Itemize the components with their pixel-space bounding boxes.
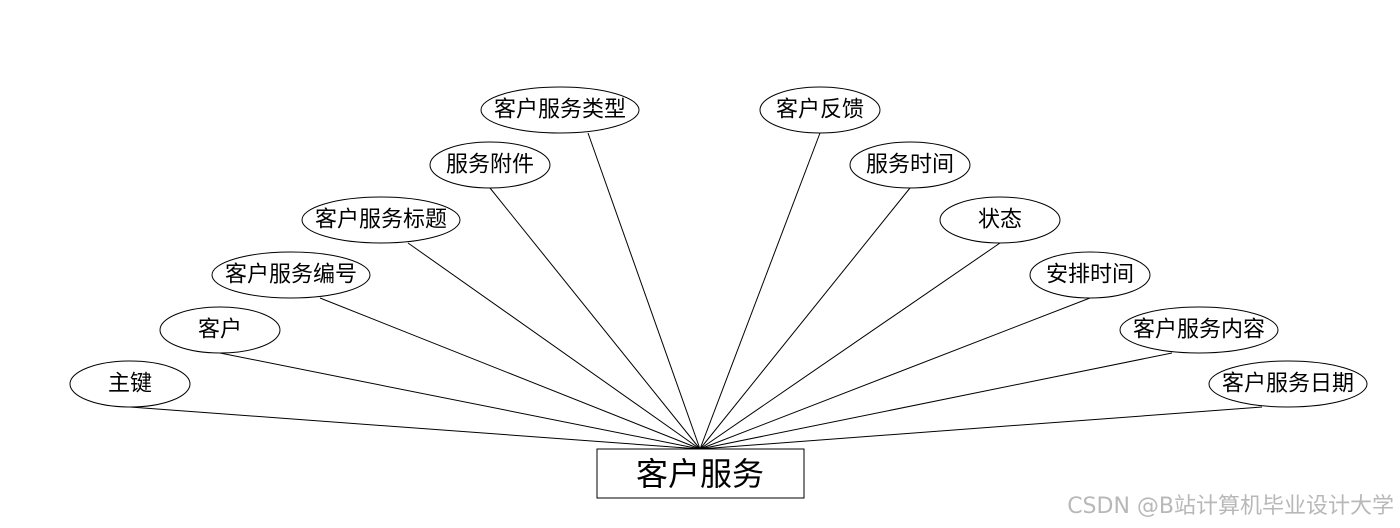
attribute-label: 服务附件 — [446, 153, 534, 178]
attribute-label: 主键 — [108, 372, 152, 397]
connector-line — [587, 132, 701, 450]
attribute-node: 客户反馈 — [759, 86, 881, 134]
connector-line — [407, 242, 701, 450]
entity-label: 客户服务 — [636, 455, 764, 493]
connector-line — [699, 187, 911, 450]
attribute-label: 客户服务类型 — [494, 98, 626, 123]
attribute-label: 服务时间 — [866, 153, 954, 178]
attribute-ellipse — [1029, 251, 1151, 299]
connector-line — [219, 352, 701, 450]
attribute-ellipse — [429, 141, 551, 189]
attribute-group: 主键 客户 客户服务编号 客户服务标题 服务附件 客户服务类型 客户反馈服务时间状态安排时间… — [69, 86, 1368, 408]
connector-line — [319, 297, 701, 450]
attribute-node: 客户服务内容 — [1119, 306, 1279, 354]
connector-line — [129, 406, 701, 450]
attribute-label: 客户服务编号 — [225, 263, 357, 288]
attribute-node: 服务附件 — [429, 141, 551, 189]
attribute-node: 客户服务日期 — [1208, 360, 1368, 408]
entity-rect — [596, 448, 805, 499]
attribute-label: 状态 — [978, 208, 1022, 233]
attribute-label: 客户服务日期 — [1222, 372, 1354, 397]
attribute-node: 状态 — [939, 196, 1061, 244]
attribute-node: 客户 — [159, 306, 281, 354]
attribute-ellipse — [159, 306, 281, 354]
attribute-node: 客户服务类型 — [480, 86, 640, 134]
attribute-label: 客户 — [198, 318, 242, 343]
attribute-ellipse — [759, 86, 881, 134]
entity-box: 客户服务 — [596, 448, 805, 499]
attribute-ellipse — [211, 251, 371, 299]
connector-line — [489, 187, 701, 450]
watermark: CSDN @B站计算机毕业设计大学 — [1067, 494, 1394, 519]
connector-line — [699, 406, 1263, 450]
attribute-ellipse — [480, 86, 640, 134]
connector-line — [699, 242, 1001, 450]
connector-line — [699, 352, 1173, 450]
attribute-ellipse — [69, 360, 191, 408]
attribute-label: 客户服务内容 — [1133, 318, 1265, 343]
attribute-ellipse — [849, 141, 971, 189]
attribute-node: 服务时间 — [849, 141, 971, 189]
attribute-ellipse — [1119, 306, 1279, 354]
attribute-node: 客户服务标题 — [301, 196, 461, 244]
attribute-ellipse — [1208, 360, 1368, 408]
attribute-node: 客户服务编号 — [211, 251, 371, 299]
attribute-node: 主键 — [69, 360, 191, 408]
attribute-label: 客户服务标题 — [315, 208, 447, 233]
attribute-label: 客户反馈 — [776, 98, 864, 123]
connector-lines — [129, 132, 1263, 450]
connector-line — [699, 132, 821, 450]
attribute-ellipse — [939, 196, 1061, 244]
attribute-ellipse — [301, 196, 461, 244]
attribute-node: 安排时间 — [1029, 251, 1151, 299]
connector-line — [699, 297, 1091, 450]
attribute-label: 安排时间 — [1046, 263, 1134, 288]
